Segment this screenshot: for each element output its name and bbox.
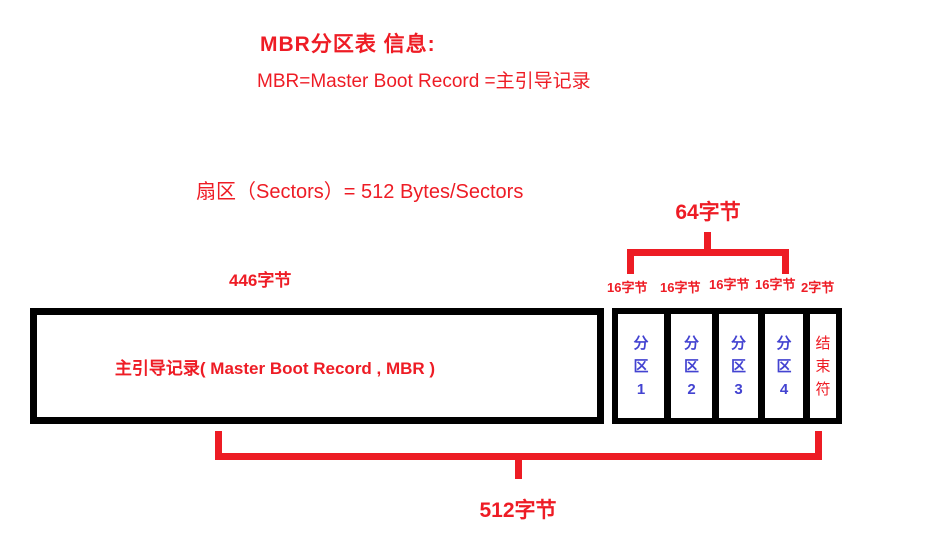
end-signature-cell: 结 束 符 <box>804 308 842 424</box>
boot-code-size-label: 446字节 <box>229 271 292 290</box>
partition-3-cell: 分 区 3 <box>713 308 764 424</box>
partition-3-char: 3 <box>734 380 743 398</box>
partition-4-char: 分 <box>776 334 792 352</box>
partition-1-char: 分 <box>633 334 649 352</box>
partition-3-char: 分 <box>730 334 746 352</box>
byte-label-5: 2字节 <box>801 280 835 295</box>
partition-2-char: 分 <box>683 334 699 352</box>
partition-1-char: 区 <box>633 357 649 375</box>
partition-1-char: 1 <box>636 380 646 398</box>
mbr-main-box-label: 主引导记录( Master Boot Record , MBR ) <box>114 358 436 378</box>
bottom-bracket-stem <box>515 460 522 479</box>
bottom-bracket-bar <box>215 453 822 460</box>
top-bracket-label: 64字节 <box>675 201 741 224</box>
bottom-bracket-label: 512字节 <box>479 499 557 522</box>
byte-label-4: 16字节 <box>755 277 796 292</box>
partition-2-char: 2 <box>687 380 696 398</box>
byte-label-3: 16字节 <box>709 277 750 292</box>
end-signature-char: 结 <box>815 334 831 352</box>
partition-4-char: 4 <box>779 380 789 398</box>
top-bracket-left-tick <box>627 249 634 274</box>
page-title: MBR分区表 信息: <box>260 33 436 56</box>
bottom-bracket-left-tick <box>215 431 222 460</box>
end-signature-char: 束 <box>815 357 831 375</box>
partition-2-char: 区 <box>683 357 699 375</box>
partition-4-char: 区 <box>776 357 792 375</box>
mbr-definition-text: MBR=Master Boot Record =主引导记录 <box>257 71 591 92</box>
bottom-bracket-right-tick <box>815 431 822 460</box>
partition-2-cell: 分 区 2 <box>665 308 718 424</box>
byte-label-2: 16字节 <box>660 280 701 295</box>
partition-1-cell: 分 区 1 <box>612 308 670 424</box>
byte-label-1: 16字节 <box>607 280 648 295</box>
top-bracket-right-tick <box>782 249 789 274</box>
top-bracket-stem <box>704 232 711 253</box>
partition-4-cell: 分 区 4 <box>759 308 809 424</box>
top-bracket-bar <box>627 249 789 256</box>
partition-3-char: 区 <box>730 357 746 375</box>
sector-size-text: 扇区（Sectors）= 512 Bytes/Sectors <box>196 181 524 203</box>
mbr-main-box: 主引导记录( Master Boot Record , MBR ) <box>30 308 604 424</box>
end-signature-char: 符 <box>815 380 831 398</box>
